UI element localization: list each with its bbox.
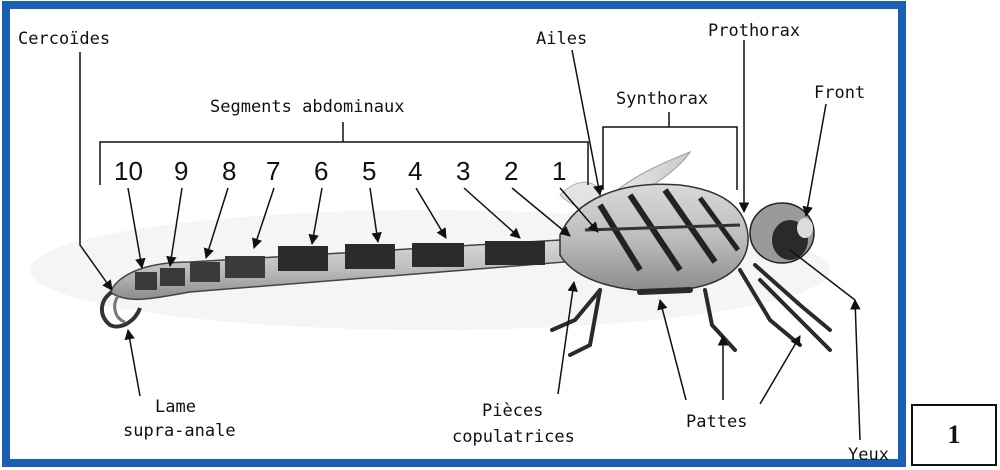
label-prothorax: Prothorax [708, 21, 800, 41]
segment-number: 2 [504, 156, 518, 186]
label-segments-abdominaux: Segments abdominaux [210, 97, 404, 117]
label-pattes: Pattes [686, 412, 747, 432]
head [750, 203, 814, 263]
label-pieces-line1: Pièces [482, 401, 543, 421]
label-cercoides: Cercoïdes [18, 29, 110, 49]
label-yeux: Yeux [848, 445, 889, 465]
segment-number: 6 [314, 156, 328, 186]
label-pieces-line2: copulatrices [452, 427, 575, 447]
segment-number: 9 [174, 156, 188, 186]
figure-number: 1 [948, 420, 961, 450]
figure-number-box: 1 [911, 404, 997, 466]
label-lame-line1: Lame [155, 397, 196, 417]
segment-number: 8 [222, 156, 236, 186]
label-ailes: Ailes [536, 29, 587, 49]
segment-number: 4 [408, 156, 422, 186]
label-synthorax: Synthorax [616, 89, 708, 109]
segment-number: 1 [552, 156, 566, 186]
segment-number: 10 [114, 156, 143, 186]
segment-number: 5 [362, 156, 376, 186]
label-front: Front [814, 83, 865, 103]
segment-number: 3 [456, 156, 470, 186]
segment-number: 7 [266, 156, 280, 186]
label-lame-line2: supra-anale [123, 421, 236, 441]
